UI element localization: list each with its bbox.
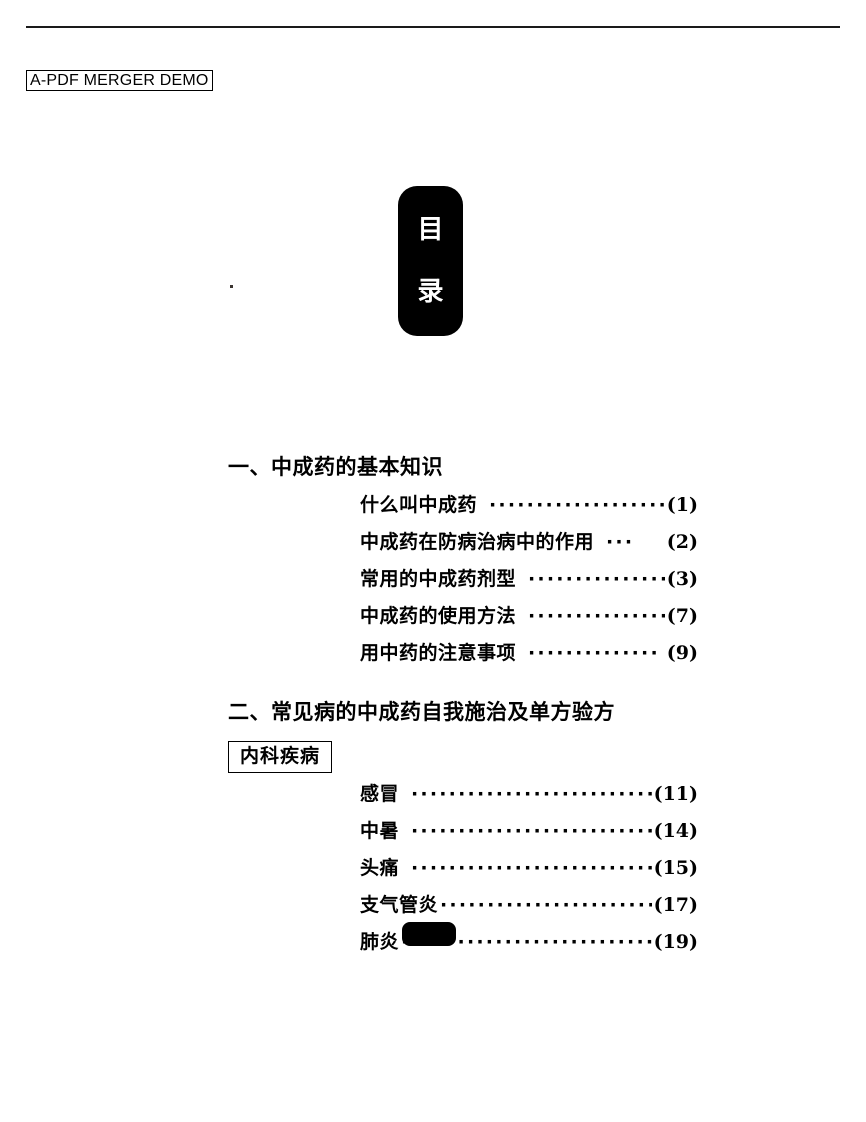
toc-entry-page: (14) (653, 820, 698, 842)
toc-entry-leader: ······················· (489, 496, 665, 515)
toc-entry-title: 感冒 (360, 783, 400, 805)
table-of-contents-plaque: 目 录 (398, 186, 463, 336)
toc-entry-page: (19) (653, 931, 698, 953)
toc-entry-leader: ······························ (411, 785, 652, 804)
toc-entry[interactable]: 感冒 ······························ (11) (360, 779, 698, 816)
toc-entry[interactable]: 用中药的注意事项 ·············· (9) (360, 638, 698, 675)
toc-entry-title: 中成药在防病治病中的作用 (360, 531, 595, 553)
toc-entry[interactable]: 肺炎 ······························ (19) (360, 927, 698, 964)
toc-entry[interactable]: 常用的中成药剂型 ··············· (3) (360, 564, 698, 601)
toc-entry-leader: ·············· (528, 644, 660, 663)
plaque-char-top: 目 (417, 215, 444, 245)
category-box-internal-medicine: 内科疾病 (228, 741, 333, 773)
category-label: 内科疾病 (240, 745, 321, 767)
toc-entry[interactable]: 中暑 ······························ (14) (360, 816, 698, 853)
toc-entry-title: 支气管炎 (360, 894, 439, 916)
toc-entry-title: 中暑 (360, 820, 400, 842)
toc-entry-page: (1) (666, 494, 698, 516)
section-heading-2: 二、常见病的中成药自我施治及单方验方 (228, 700, 615, 724)
watermark-box: A-PDF MERGER DEMO (26, 70, 213, 91)
toc-entry-title: 头痛 (360, 857, 400, 879)
toc-entry-leader: ··· (606, 533, 635, 552)
header-rule (26, 26, 840, 28)
section-heading-1: 一、中成药的基本知识 (228, 455, 443, 479)
toc-entry-title: 中成药的使用方法 (360, 605, 517, 627)
toc-entry[interactable]: 支气管炎 ························ (17) (360, 890, 698, 927)
toc-entry[interactable]: 头痛 ······························ (15) (360, 853, 698, 890)
table-of-contents: 一、中成药的基本知识 什么叫中成药 ······················… (228, 452, 698, 964)
toc-entry-page: (7) (666, 605, 698, 627)
toc-entry-leader: ··············· (528, 607, 665, 626)
toc-entry-title: 用中药的注意事项 (360, 642, 517, 664)
toc-entry-leader: ······························ (401, 933, 652, 952)
toc-entry-page: (17) (653, 894, 698, 916)
section-entries-1: 什么叫中成药 ······················· (1) 中成药在防… (228, 490, 698, 675)
toc-entry-page: (2) (666, 531, 698, 553)
toc-entry-leader: ··············· (528, 570, 665, 589)
scan-speck-artifact (230, 285, 233, 288)
toc-entry-title: 肺炎 (360, 931, 400, 953)
toc-entry-leader: ······························ (411, 822, 652, 841)
section-entries-2: 感冒 ······························ (11) 中… (228, 779, 698, 964)
toc-entry-page: (3) (666, 568, 698, 590)
toc-entry-title: 常用的中成药剂型 (360, 568, 517, 590)
toc-entry-title: 什么叫中成药 (360, 494, 478, 516)
plaque-char-bottom: 录 (417, 277, 444, 307)
toc-entry[interactable]: 什么叫中成药 ······················· (1) (360, 490, 698, 527)
toc-entry-leader: ························ (440, 896, 652, 915)
toc-entry[interactable]: 中成药的使用方法 ··············· (7) (360, 601, 698, 638)
toc-entry-page: (15) (653, 857, 698, 879)
toc-entry-page: (11) (653, 783, 698, 805)
toc-entry-page: (9) (666, 642, 698, 664)
page-number-marker (402, 922, 456, 946)
toc-entry-leader: ······························ (411, 859, 652, 878)
watermark-label: A-PDF MERGER DEMO (30, 72, 209, 89)
toc-entry[interactable]: 中成药在防病治病中的作用 ··· (2) (360, 527, 698, 564)
